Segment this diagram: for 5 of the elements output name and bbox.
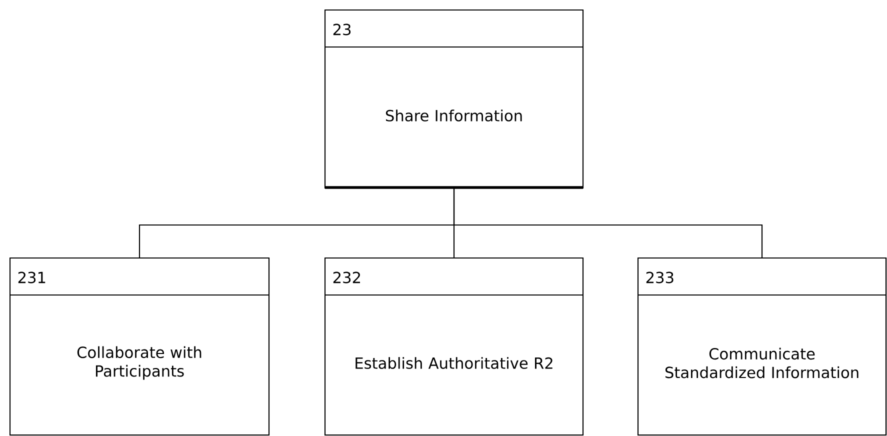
process-box: 233 Communicate Standardized Information — [637, 257, 887, 436]
process-box: 231 Collaborate with Participants — [9, 257, 270, 436]
process-box: 23 Share Information — [324, 9, 584, 189]
process-box: 232 Establish Authoritative R2 — [324, 257, 584, 436]
connector-line — [453, 188, 763, 258]
